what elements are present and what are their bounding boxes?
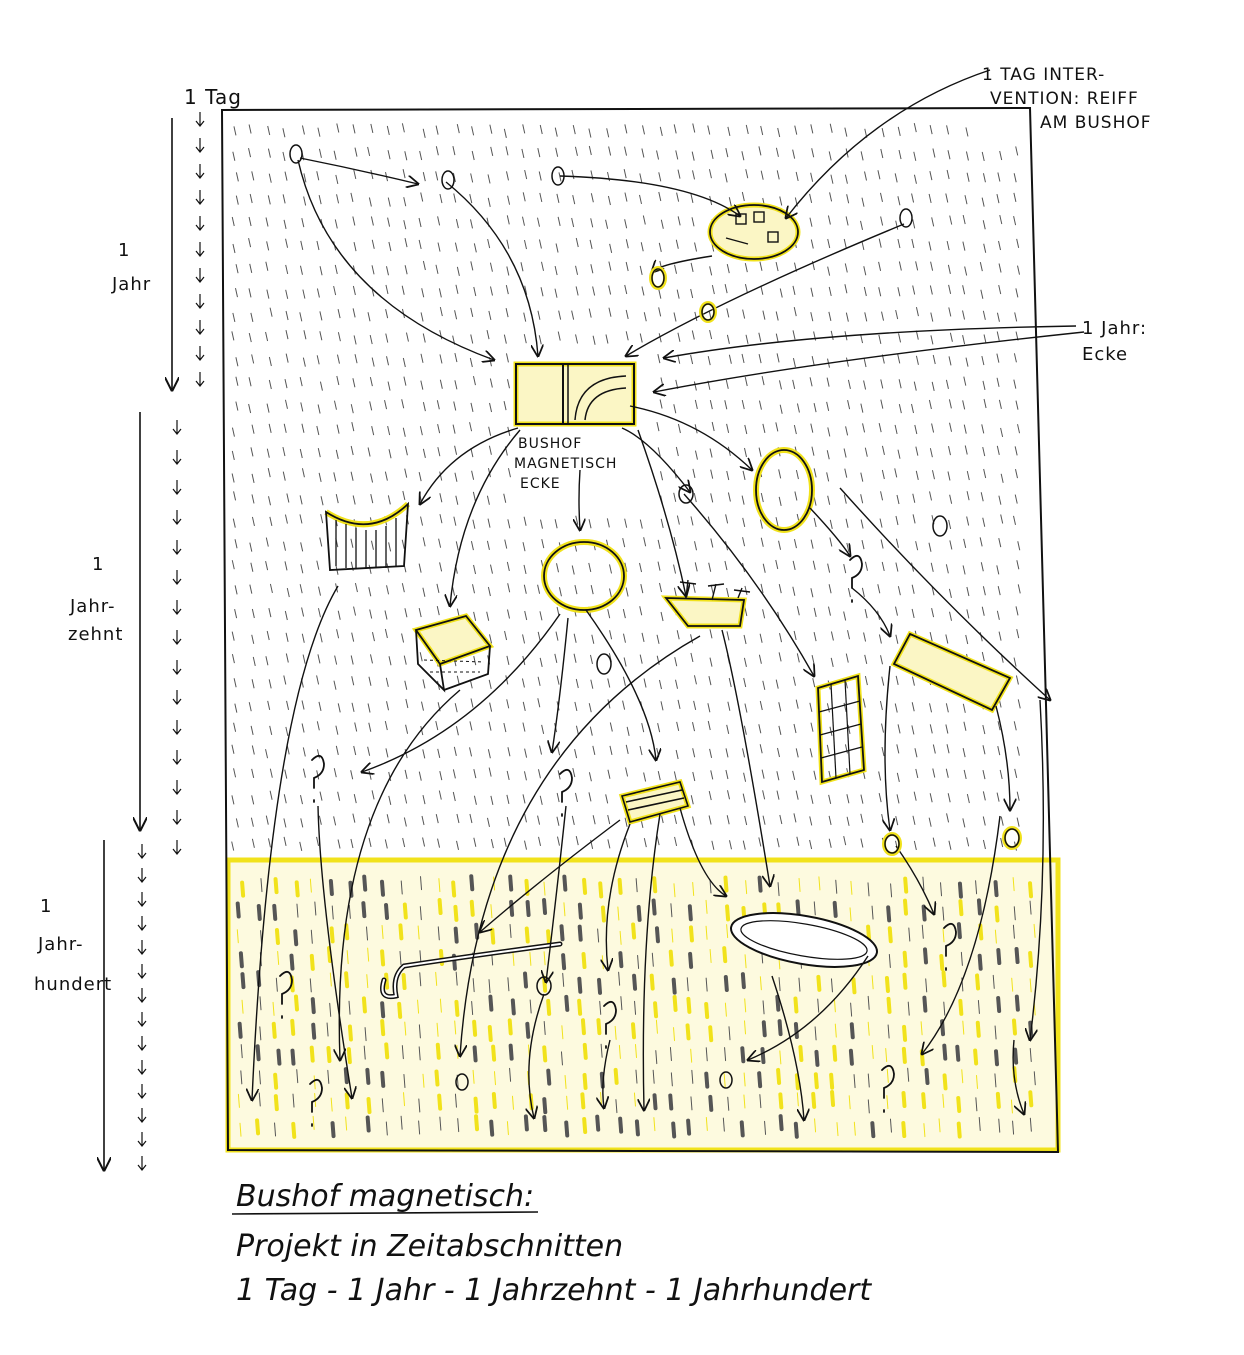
circle-object — [544, 542, 624, 610]
caption-line-1: Projekt in Zeitabschnitten — [236, 1229, 623, 1264]
timeline: 1 Tag 1 Jahr 1 Jahr- zehnt 1 Jahr- hunde… — [34, 85, 242, 1170]
intervention-label-1: 1 TAG INTER- — [982, 65, 1105, 85]
century-zone-fill — [228, 860, 1058, 1150]
label-century-2: hundert — [34, 974, 112, 995]
building-object — [416, 616, 490, 690]
label-day: 1 Tag — [184, 85, 242, 109]
corner-label-2: Ecke — [1082, 344, 1128, 365]
caption-line-2: 1 Tag - 1 Jahr - 1 Jahrzehnt - 1 Jahrhun… — [236, 1273, 872, 1308]
label-decade-1: Jahr- — [69, 596, 116, 617]
corner-label-1: 1 Jahr: — [1082, 318, 1147, 339]
label-year-num: 1 — [118, 240, 130, 261]
intervention-label-3: AM BUSHOF — [1040, 113, 1152, 133]
label-year: Jahr — [111, 274, 151, 295]
oval-object — [756, 450, 812, 530]
label-decade-2: zehnt — [68, 624, 123, 645]
island-object — [666, 580, 750, 626]
curtain-object — [326, 504, 408, 570]
intervention-blob — [710, 205, 798, 259]
label-century-num: 1 — [40, 896, 52, 917]
label-century-1: Jahr- — [37, 934, 84, 955]
center-label-2: MAGNETISCH — [514, 456, 617, 472]
caption-title: Bushof magnetisch: — [236, 1179, 534, 1214]
caption: Bushof magnetisch: Projekt in Zeitabschn… — [232, 1179, 872, 1308]
center-label-1: BUSHOF — [518, 436, 582, 452]
site-texture — [232, 123, 1021, 851]
intervention-label-2: VENTION: REIFF — [990, 89, 1139, 109]
center-label-3: ECKE — [520, 476, 561, 492]
label-decade-num: 1 — [92, 554, 104, 575]
timeline-small-arrows — [138, 112, 204, 1170]
grid-object — [818, 676, 864, 782]
book-object — [622, 782, 688, 822]
bushof-center: BUSHOF MAGNETISCH ECKE — [514, 364, 634, 492]
